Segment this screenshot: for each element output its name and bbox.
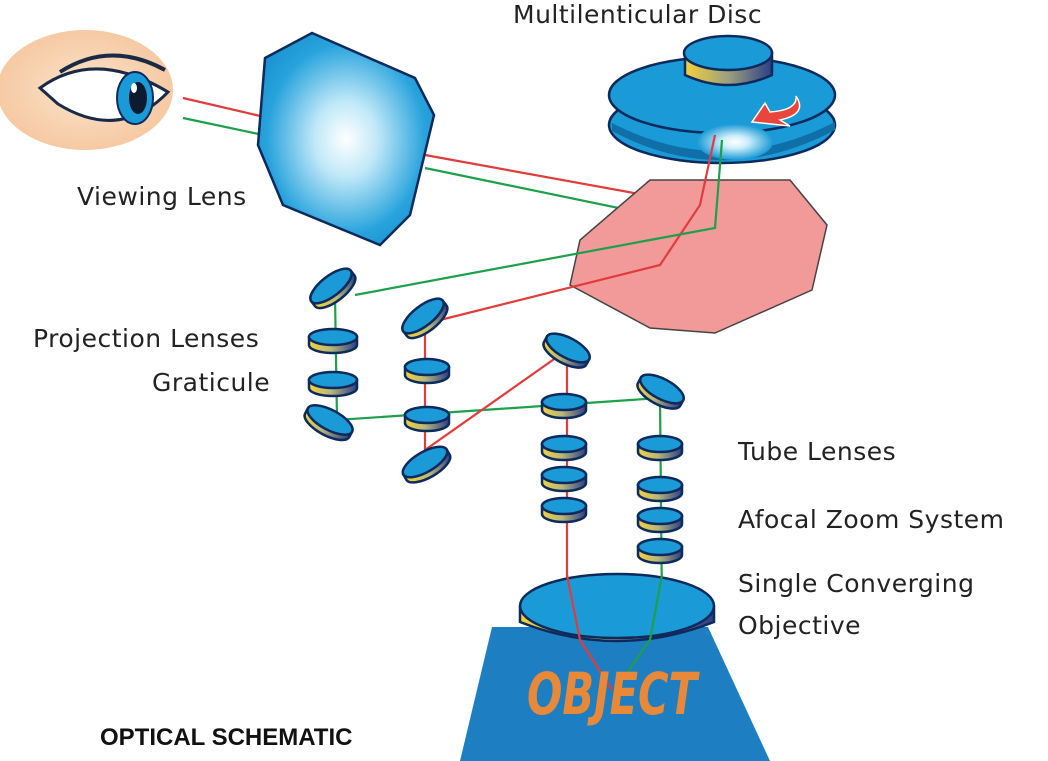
tube-lens: [540, 465, 588, 493]
tube-lenses-label: Tube Lenses: [737, 437, 896, 466]
zoom-lens: [636, 506, 684, 534]
objective-lens: [460, 572, 770, 761]
projection-lens: [307, 327, 359, 355]
zoom-lens: [636, 537, 684, 565]
multilenticular-disc-label: Multilenticular Disc: [513, 0, 762, 29]
graticule-label: Graticule: [152, 368, 270, 397]
mirror-lens: [542, 332, 591, 369]
mirror-lens: [401, 445, 452, 484]
single-converging-label: Single Converging: [738, 569, 974, 598]
tube-lens: [540, 434, 588, 462]
eye-icon: [0, 30, 173, 150]
mirror-lens: [303, 404, 354, 442]
zoom-lens: [636, 434, 684, 462]
projection-lens: [403, 405, 451, 433]
tube-lens: [540, 392, 588, 420]
tube-lens: [540, 496, 588, 524]
mirror-lens: [309, 267, 357, 310]
object-rays: [565, 574, 664, 691]
rotation-arrow-icon: [750, 95, 801, 127]
object-label: OBJECT: [527, 660, 700, 728]
mirror-lens: [401, 297, 449, 340]
prism-rays: [354, 134, 724, 322]
afocal-zoom-system-label: Afocal Zoom System: [738, 505, 1005, 534]
mirror-lens: [636, 373, 685, 410]
stage: [460, 627, 770, 761]
objective-label: Objective: [738, 611, 861, 640]
multilenticular-disc: [607, 34, 837, 165]
diagram-title: OPTICAL SCHEMATIC: [100, 724, 352, 751]
zoom-lens: [636, 475, 684, 503]
prism: [569, 179, 828, 334]
viewing-lens-label: Viewing Lens: [77, 182, 247, 211]
projection-lens: [403, 357, 451, 385]
lens-stacks: [303, 267, 685, 565]
projection-lenses-label: Projection Lenses: [33, 324, 259, 353]
viewing-lens: [256, 31, 436, 247]
projection-lens: [307, 370, 359, 398]
